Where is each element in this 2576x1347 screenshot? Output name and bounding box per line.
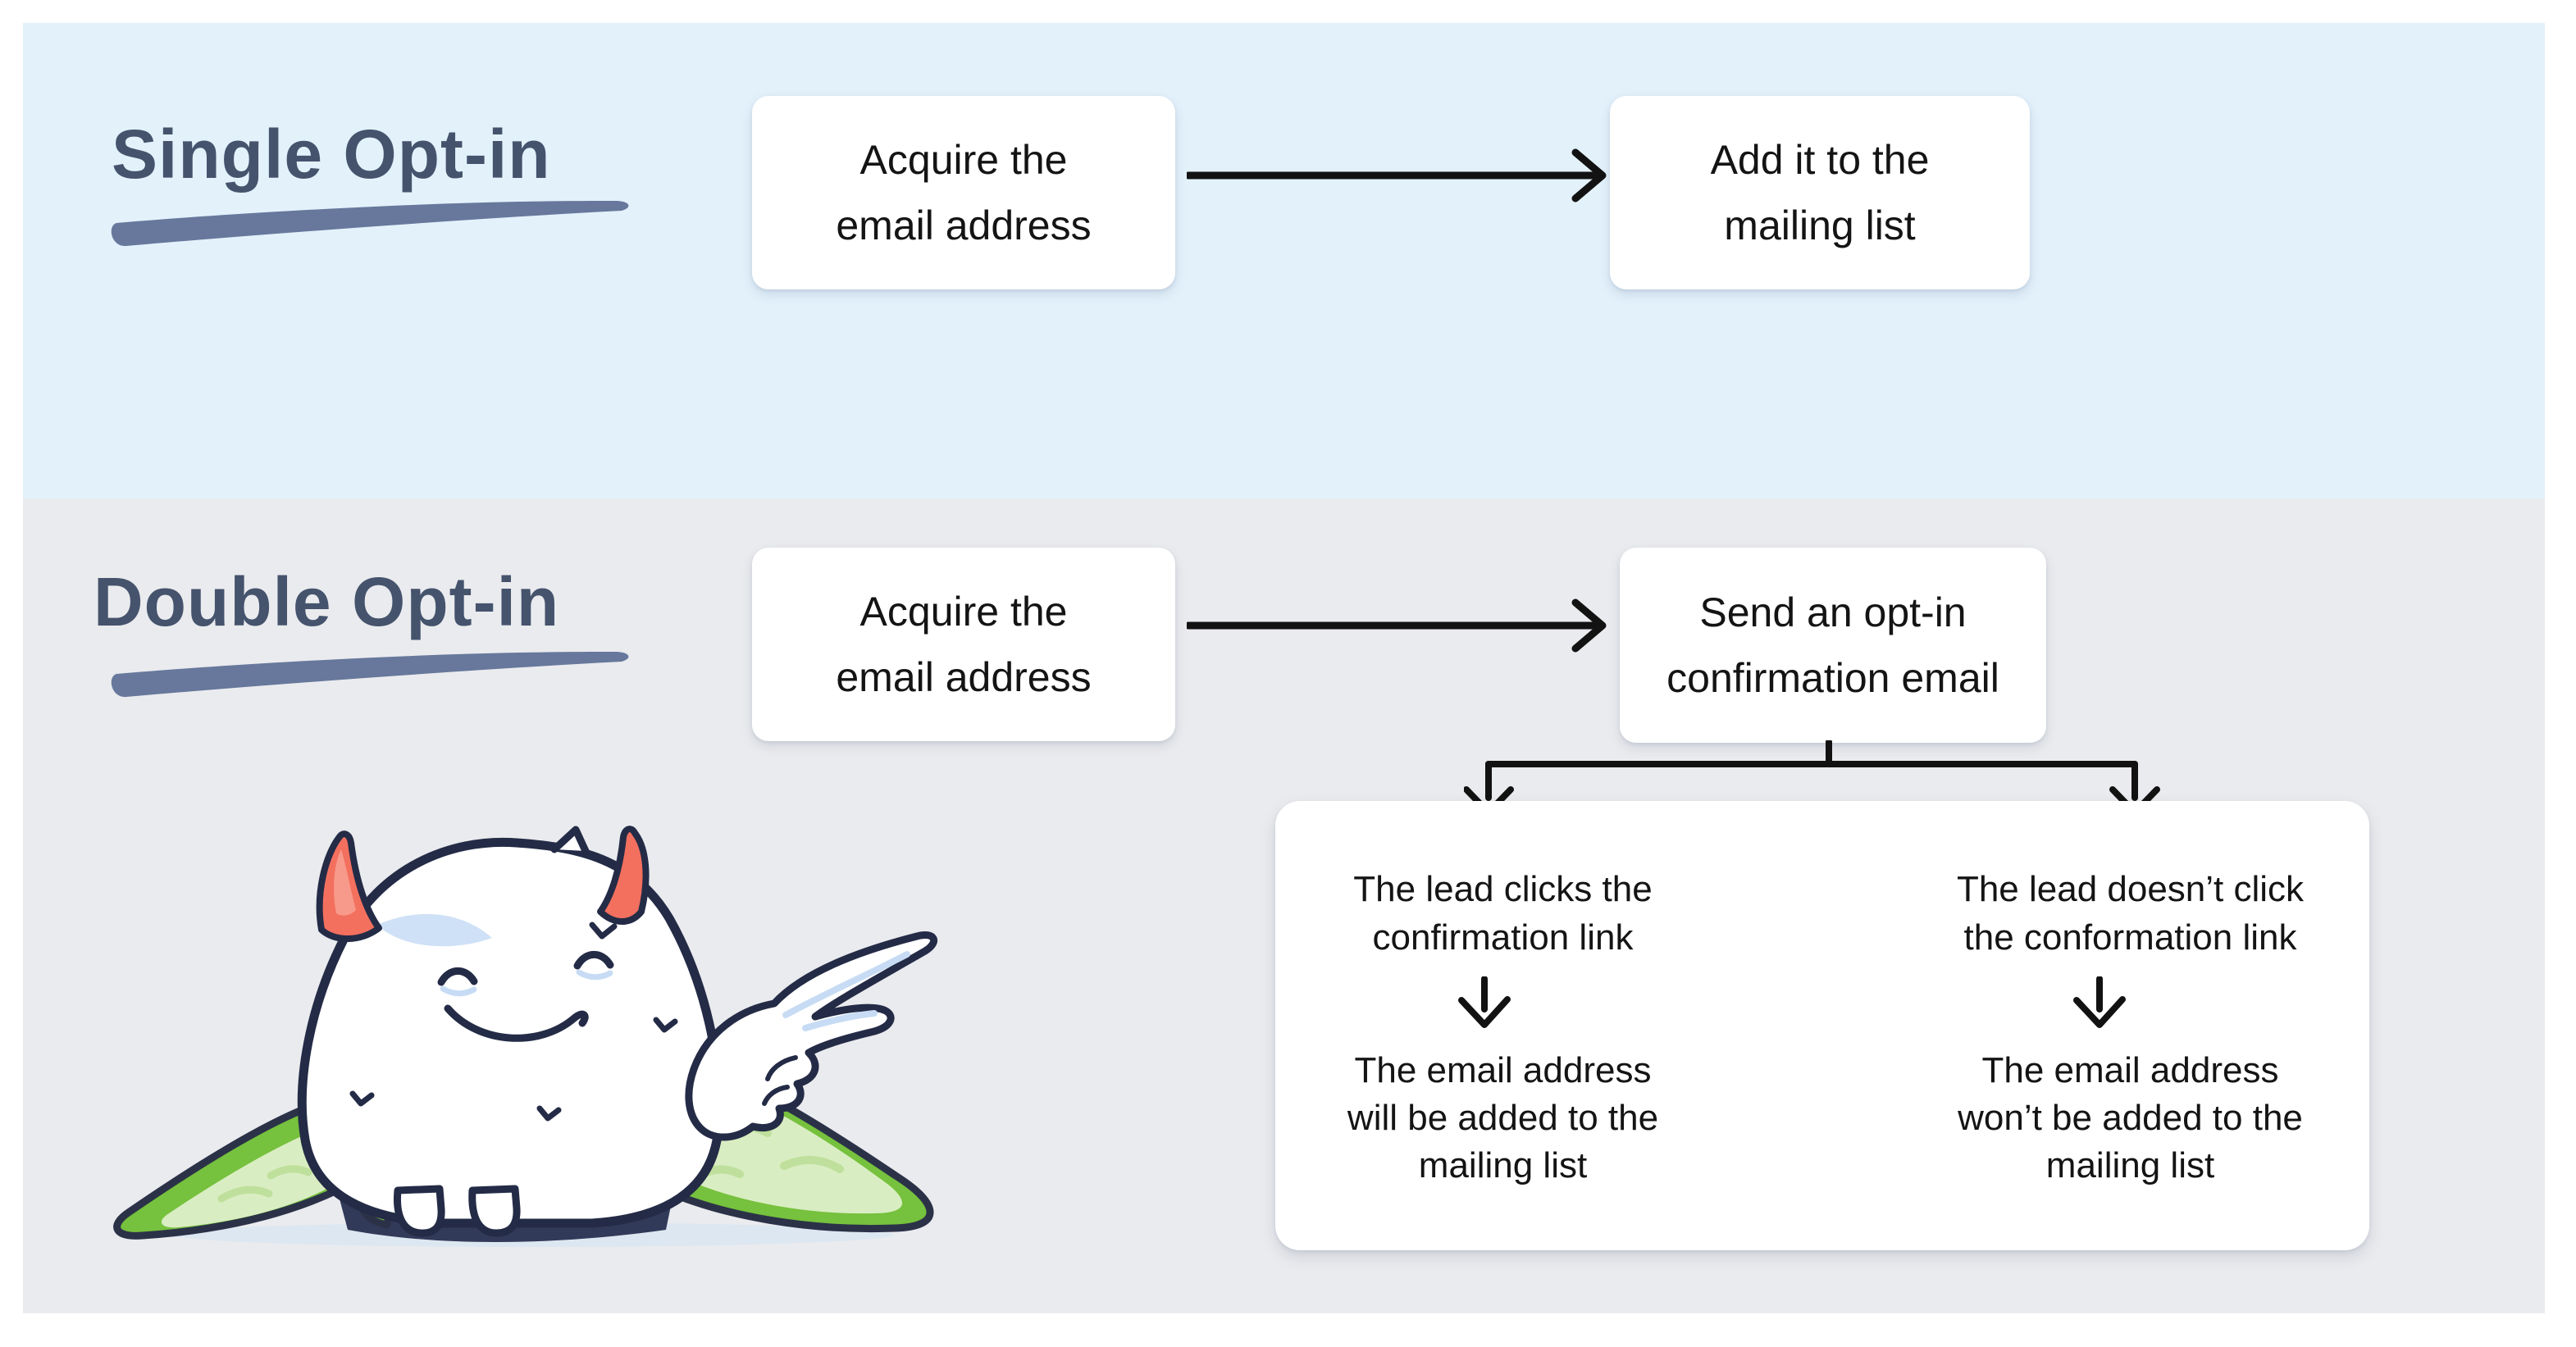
add-to-mailing-list-box: Add it to the mailing list <box>1610 96 2030 289</box>
single-opt-in-title: Single Opt-in <box>112 116 551 193</box>
result-text: The email address will be added to the m… <box>1347 1050 1659 1185</box>
mascot-head-shading <box>377 913 492 947</box>
outcome-confirmed-column: The lead clicks the confirmation link Th… <box>1288 801 1718 1250</box>
send-confirmation-box: Send an opt-in confirmation email <box>1620 548 2046 743</box>
box-text-line: Add it to the <box>1710 137 1930 183</box>
mascot-face <box>437 950 614 1042</box>
yeti-mascot-illustration <box>113 826 937 1247</box>
arrow-down-icon <box>1458 976 1511 1028</box>
box-text-line: Acquire the <box>859 137 1068 183</box>
outcomes-box: The lead clicks the confirmation link Th… <box>1275 801 2369 1250</box>
mascot-fur-marks <box>349 922 678 1122</box>
box-text-line: email address <box>836 203 1092 248</box>
double-opt-in-title: Double Opt-in <box>93 563 560 640</box>
flow-arrow-right-icon <box>1187 598 1607 653</box>
acquire-email-box-single: Acquire the email address <box>752 96 1175 289</box>
box-text-line: Acquire the <box>859 589 1068 635</box>
double-title-underline-decoration <box>111 651 629 698</box>
mascot-pointing-hand <box>685 931 937 1141</box>
single-opt-in-panel <box>23 23 2545 498</box>
box-text-line: email address <box>836 654 1092 700</box>
outcome-unconfirmed-column: The lead doesn’t click the conformation … <box>1915 801 2346 1250</box>
box-text-line: confirmation email <box>1666 655 1999 701</box>
arrow-down-icon <box>2073 976 2126 1028</box>
flow-arrow-right-icon <box>1187 148 1607 203</box>
mascot-fur-tuft <box>550 826 590 855</box>
single-title-underline-decoration <box>111 200 629 247</box>
acquire-email-box-double: Acquire the email address <box>752 548 1175 741</box>
condition-text: The lead doesn’t click the conformation … <box>1956 869 2305 958</box>
mascot-horns <box>316 826 650 942</box>
box-text-line: mailing list <box>1724 203 1916 248</box>
condition-text: The lead clicks the confirmation link <box>1353 869 1653 958</box>
mascot-feet <box>393 1185 521 1237</box>
result-text: The email address won’t be added to the … <box>1958 1050 2303 1185</box>
box-text-line: Send an opt-in <box>1699 589 1967 635</box>
